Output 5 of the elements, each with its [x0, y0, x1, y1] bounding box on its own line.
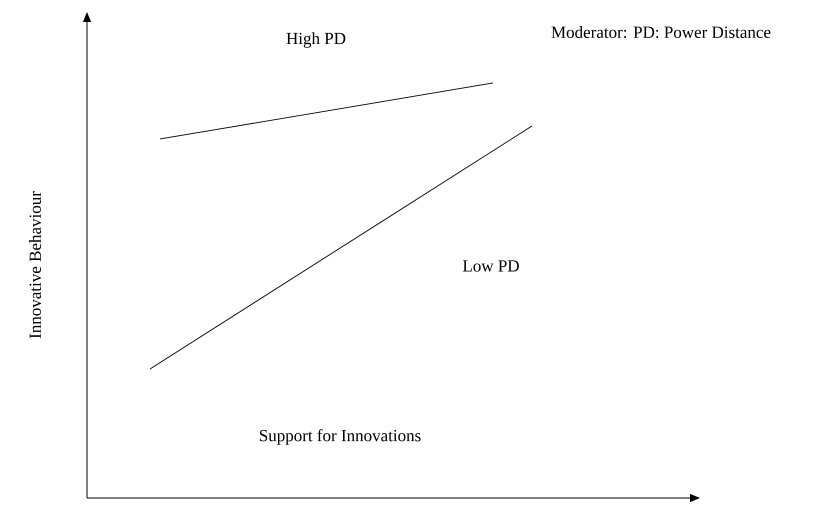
- moderator-note: Moderator: PD: Power Distance: [551, 26, 770, 38]
- axis-label: Support for Innovations: [260, 429, 421, 445]
- line-label: Low PD: [462, 260, 519, 272]
- line-label: High PD: [286, 32, 346, 48]
- axis-label: Innovative Behaviour: [29, 191, 41, 338]
